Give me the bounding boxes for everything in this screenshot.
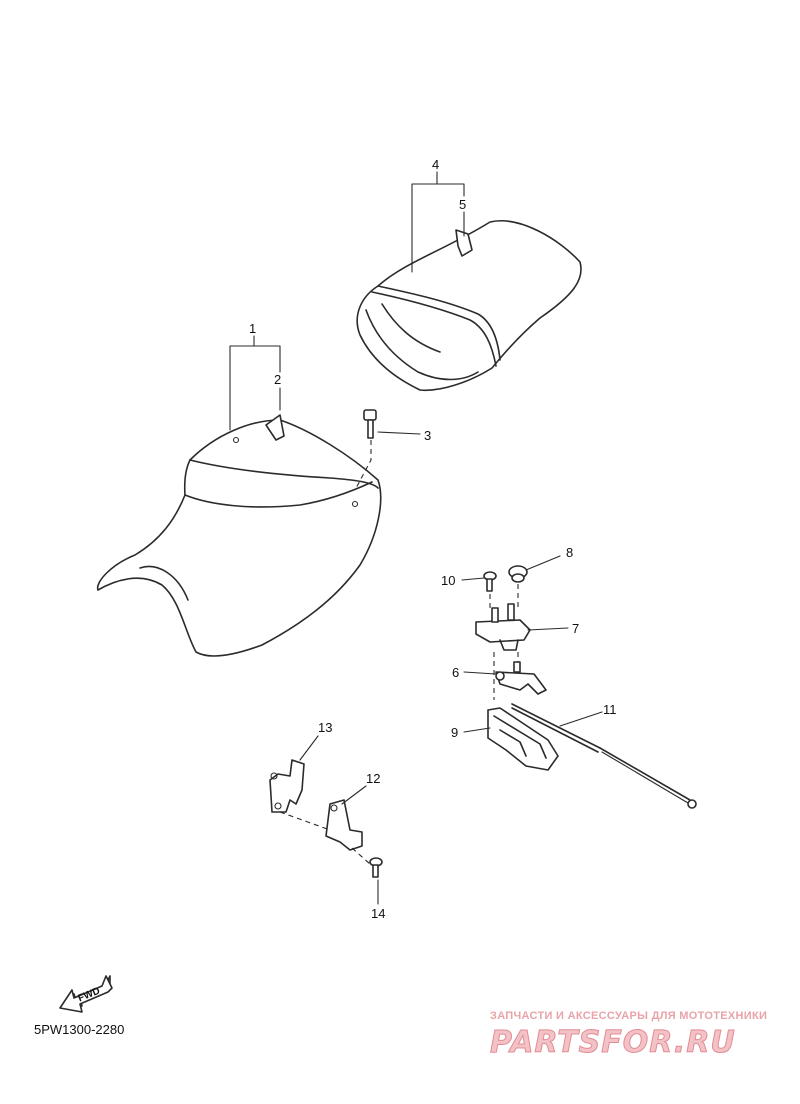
callout-9: 9 bbox=[451, 725, 458, 740]
fwd-arrow-icon: FWD bbox=[59, 975, 113, 1013]
front-seat[interactable] bbox=[96, 419, 382, 657]
fwd-label: FWD bbox=[76, 986, 101, 1005]
callout-1: 1 bbox=[249, 321, 256, 336]
screw-10[interactable] bbox=[483, 571, 497, 592]
bracket-7[interactable] bbox=[475, 603, 531, 651]
stay-13[interactable] bbox=[269, 759, 305, 813]
callout-13: 13 bbox=[318, 720, 332, 735]
callout-2: 2 bbox=[274, 372, 281, 387]
callout-11: 11 bbox=[603, 702, 617, 717]
callout-14: 14 bbox=[371, 906, 385, 921]
callout-6: 6 bbox=[452, 665, 459, 680]
callout-3: 3 bbox=[424, 428, 431, 443]
nut-8[interactable] bbox=[508, 565, 528, 583]
watermark: ЗАПЧАСТИ И АКСЕССУАРЫ ДЛЯ МОТОТЕХНИКИ PA… bbox=[490, 1010, 767, 1061]
callouts: 1 2 3 4 5 6 7 8 9 10 11 12 13 14 bbox=[249, 157, 617, 921]
watermark-tagline: ЗАПЧАСТИ И АКСЕССУАРЫ ДЛЯ МОТОТЕХНИКИ bbox=[490, 1010, 767, 1022]
callout-12: 12 bbox=[366, 771, 380, 786]
callout-7: 7 bbox=[572, 621, 579, 636]
leader-lines bbox=[229, 171, 603, 905]
front-seat-tag bbox=[265, 414, 285, 441]
rear-seat-tag bbox=[455, 229, 473, 257]
callout-8: 8 bbox=[566, 545, 573, 560]
callout-4: 4 bbox=[432, 157, 439, 172]
bolt-3[interactable] bbox=[354, 409, 377, 491]
callout-5: 5 bbox=[459, 197, 466, 212]
rear-seat[interactable] bbox=[356, 220, 582, 392]
callout-10: 10 bbox=[441, 573, 455, 588]
watermark-brand: PARTSFOR.RU bbox=[490, 1025, 736, 1060]
lock-housing-9[interactable] bbox=[487, 707, 559, 771]
diagram-code: 5PW1300-2280 bbox=[34, 1022, 124, 1037]
lock-lever-12[interactable] bbox=[325, 799, 371, 865]
latch-plate-6[interactable] bbox=[495, 661, 547, 695]
seat-lock-cable-11[interactable] bbox=[511, 703, 697, 809]
screw-14[interactable] bbox=[369, 857, 383, 878]
